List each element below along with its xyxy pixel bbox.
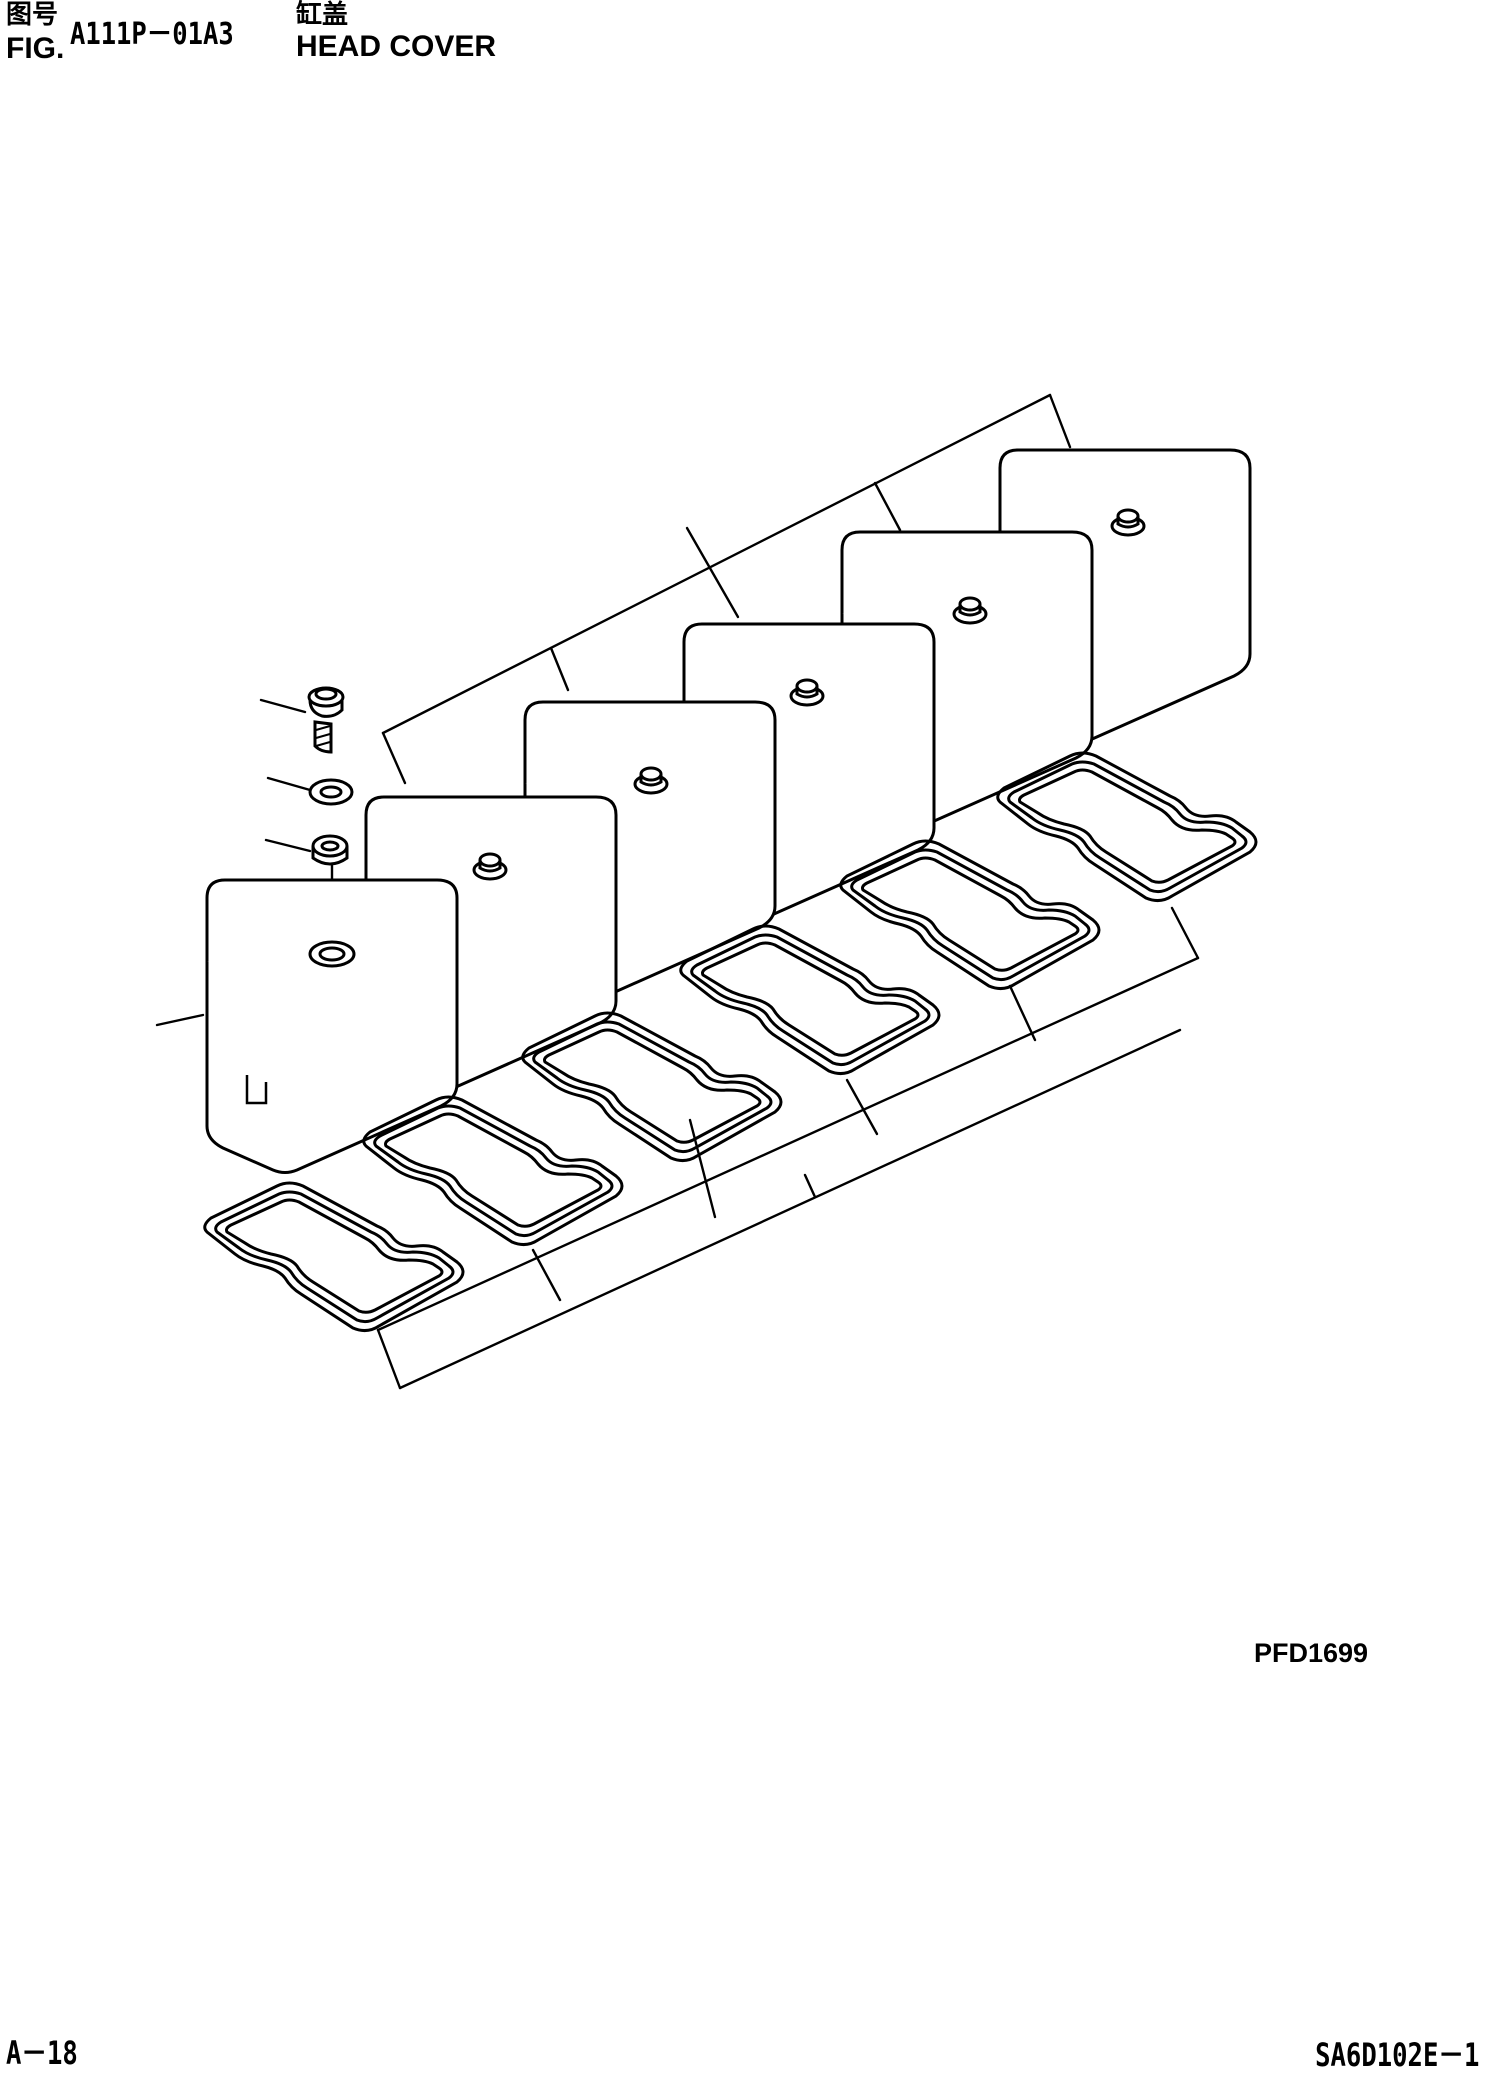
front-cover-notch — [245, 1075, 268, 1105]
fig-label-en: FIG. — [6, 32, 65, 65]
washer — [308, 778, 354, 806]
title-en: HEAD COVER — [296, 30, 497, 63]
fig-label-cn: 图号 — [6, 0, 59, 30]
fig-number: A111P－01A3 — [70, 17, 234, 52]
drawing-code: PFD1699 — [1254, 1638, 1369, 1668]
page-number: A－18 — [6, 2034, 78, 2072]
title-cn: 缸盖 — [296, 0, 349, 30]
front-cover-hole — [308, 940, 356, 968]
head-cover-1 — [205, 878, 459, 1174]
model-code: SA6D102E－1 — [1314, 2036, 1479, 2074]
gasket-4 — [679, 924, 941, 1076]
mounting-bolt — [307, 686, 345, 754]
seal-bushing — [311, 834, 349, 866]
